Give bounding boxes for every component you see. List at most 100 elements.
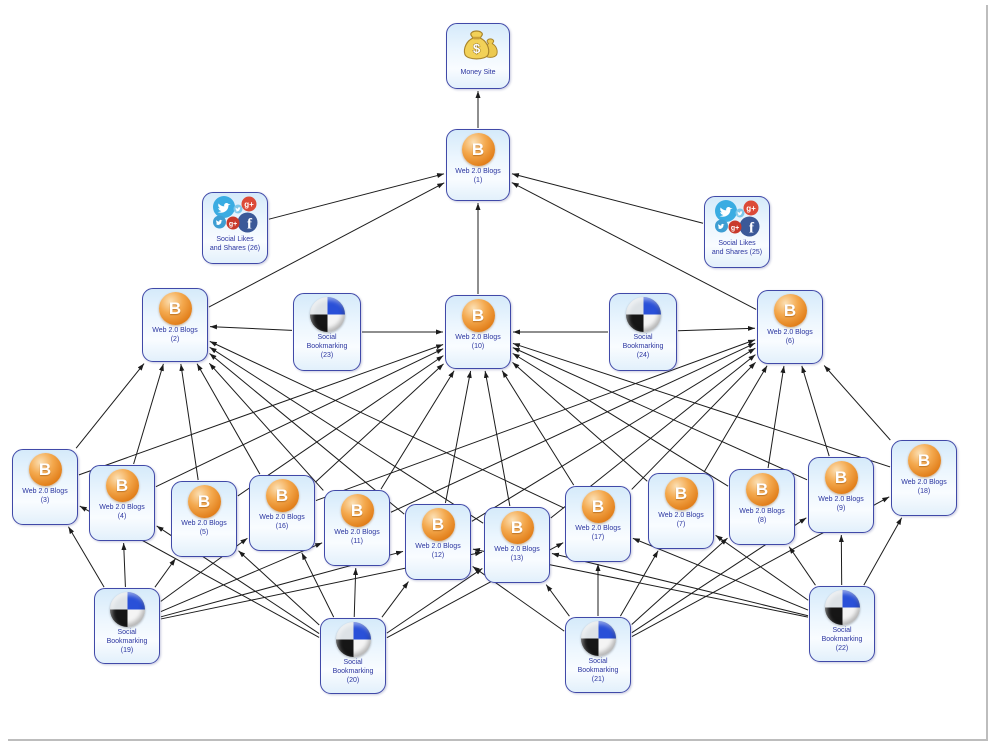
node-label: Web 2.0 Blogs (9)	[818, 496, 864, 513]
edge-blogs-4-to-blogs-10	[155, 348, 444, 488]
node-label: Social Bookmarking (23)	[306, 334, 348, 360]
edge-bm-21-to-blogs-8	[631, 537, 728, 625]
edge-bm-22-to-blogs-13	[551, 552, 809, 617]
blogger-icon: B	[105, 469, 139, 502]
node-money-site[interactable]: $ Money Site	[446, 23, 510, 89]
edge-blogs-12-to-blogs-10	[444, 370, 472, 504]
blogger-icon: B	[340, 494, 374, 527]
edge-bm-19-to-blogs-4	[121, 542, 127, 588]
node-bm-22[interactable]: Social Bookmarking (22)	[809, 586, 875, 662]
node-label: Web 2.0 Blogs (2)	[152, 327, 198, 344]
social-bookmarking-pie-icon	[335, 622, 371, 657]
blogger-icon: B	[581, 490, 615, 523]
edge-blogs-4-to-blogs-2	[133, 363, 164, 465]
edge-bm-23-to-blogs-2	[209, 324, 293, 331]
blogger-icon: B	[28, 453, 62, 486]
edge-bm-19-to-blogs-5	[154, 558, 176, 588]
edge-blogs-7-to-blogs-10	[512, 362, 648, 482]
svg-text:f: f	[749, 221, 755, 237]
node-blogs-6[interactable]: B Web 2.0 Blogs (6)	[757, 290, 823, 364]
node-label: Web 2.0 Blogs (5)	[181, 520, 227, 537]
edge-blogs-12-to-blogs-2	[209, 353, 405, 515]
node-label: Web 2.0 Blogs (13)	[494, 546, 540, 563]
blogger-icon: B	[158, 292, 192, 325]
blogger-icon: B	[421, 508, 455, 541]
node-label: Social Bookmarking (20)	[332, 659, 374, 685]
node-bm-19[interactable]: Social Bookmarking (19)	[94, 588, 160, 664]
node-label: Web 2.0 Blogs (11)	[334, 529, 380, 546]
node-label: Web 2.0 Blogs (17)	[575, 525, 621, 542]
edge-likes-26-to-blogs-1	[268, 173, 445, 220]
node-blogs-17[interactable]: B Web 2.0 Blogs (17)	[565, 486, 631, 562]
node-bm-21[interactable]: Social Bookmarking (21)	[565, 617, 631, 693]
node-blogs-5[interactable]: B Web 2.0 Blogs (5)	[171, 481, 237, 557]
edge-blogs-11-to-blogs-2	[208, 362, 324, 491]
edge-bm-20-to-blogs-12	[381, 581, 409, 618]
edge-bm-19-to-blogs-3	[68, 526, 105, 588]
edge-blogs-16-to-blogs-6	[315, 339, 756, 502]
node-bm-20[interactable]: Social Bookmarking (20)	[320, 618, 386, 694]
blogger-icon: B	[664, 477, 698, 510]
edge-bm-20-to-blogs-5	[238, 550, 320, 626]
svg-text:g+: g+	[731, 225, 739, 232]
edge-blogs-3-to-blogs-2	[75, 363, 145, 449]
edge-bm-22-to-blogs-17	[632, 537, 809, 611]
svg-text:f: f	[247, 217, 253, 233]
blogger-icon: B	[187, 485, 221, 518]
social-bookmarking-pie-icon	[109, 592, 145, 627]
edge-blogs-18-to-blogs-10	[512, 342, 891, 468]
blogger-icon: B	[265, 479, 299, 512]
node-blogs-3[interactable]: B Web 2.0 Blogs (3)	[12, 449, 78, 525]
node-blogs-11[interactable]: B Web 2.0 Blogs (11)	[324, 490, 390, 566]
edge-bm-20-to-blogs-13	[386, 568, 483, 634]
svg-text:g+: g+	[229, 221, 237, 228]
edge-bm-22-to-blogs-18	[863, 517, 903, 586]
edge-bm-21-to-blogs-7	[619, 550, 659, 617]
money-bag-icon: $	[455, 27, 501, 67]
blogger-icon: B	[907, 444, 941, 477]
edge-blogs-6-to-blogs-1	[511, 182, 757, 310]
edge-bm-19-to-blogs-11	[160, 542, 323, 613]
blogger-icon: B	[824, 461, 858, 494]
svg-text:g+: g+	[244, 200, 254, 209]
blogger-icon: B	[745, 473, 779, 506]
node-label: Web 2.0 Blogs (3)	[22, 488, 68, 505]
node-blogs-1[interactable]: B Web 2.0 Blogs (1)	[446, 129, 510, 201]
node-label: Social Bookmarking (21)	[577, 658, 619, 684]
blogger-icon: B	[773, 294, 807, 327]
edge-blogs-5-to-blogs-2	[179, 363, 199, 481]
edge-bm-24-to-blogs-6	[677, 325, 756, 332]
node-bm-24[interactable]: Social Bookmarking (24)	[609, 293, 677, 371]
edge-blogs-12-to-blogs-6	[471, 347, 756, 522]
edge-bm-22-to-blogs-7	[715, 534, 809, 601]
edge-blogs-7-to-blogs-6	[703, 365, 768, 473]
node-label: Social Bookmarking (24)	[622, 334, 664, 360]
edge-likes-25-to-blogs-1	[511, 173, 704, 224]
node-label: Web 2.0 Blogs (1)	[455, 168, 501, 185]
node-label: Social Likes and Shares (25)	[711, 240, 763, 257]
blogger-icon: B	[461, 133, 495, 166]
node-label: Money Site	[460, 69, 496, 76]
node-blogs-9[interactable]: B Web 2.0 Blogs (9)	[808, 457, 874, 533]
node-bm-23[interactable]: Social Bookmarking (23)	[293, 293, 361, 371]
social-likes-cluster-icon: g+ f g+	[212, 196, 258, 234]
svg-text:$: $	[473, 41, 481, 56]
edge-bm-22-to-blogs-8	[788, 546, 816, 586]
node-label: Web 2.0 Blogs (6)	[767, 329, 813, 346]
node-blogs-2[interactable]: B Web 2.0 Blogs (2)	[142, 288, 208, 362]
edge-blogs-18-to-blogs-6	[823, 365, 891, 441]
edge-blogs-13-to-blogs-2	[209, 346, 484, 524]
